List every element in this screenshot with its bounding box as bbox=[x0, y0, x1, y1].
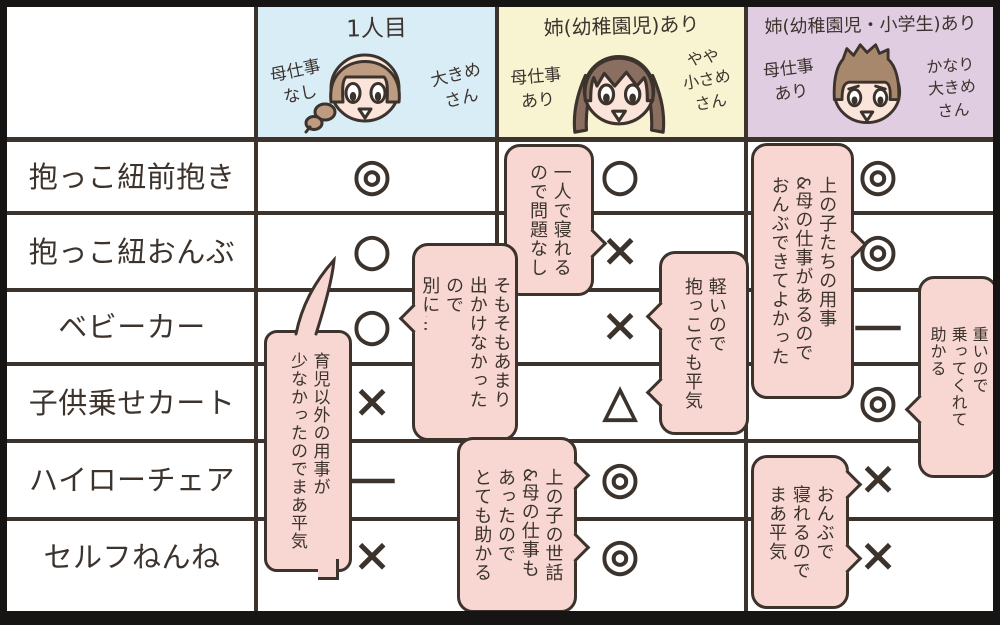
cell-rating: ◎ bbox=[600, 452, 640, 504]
row-label-carrier-back: 抱っこ紐おんぶ bbox=[28, 235, 236, 269]
cell-rating: ◎ bbox=[352, 149, 392, 201]
row-label-high-low-chair: ハイローチェア bbox=[29, 463, 235, 497]
cell-rating: ○ bbox=[352, 299, 392, 351]
cell-rating: × bbox=[859, 529, 897, 581]
cell-rating: × bbox=[859, 452, 897, 504]
column-title-child3: 姉(幼稚園児・小学生)あり bbox=[764, 13, 977, 38]
cell-rating: ◎ bbox=[858, 149, 898, 201]
row-label-shopping-cart-seat: 子供乗せカート bbox=[28, 386, 236, 420]
cell-rating: △ bbox=[602, 375, 637, 427]
cell-rating: ○ bbox=[352, 224, 392, 276]
speech-bubble-heavy-baby: 重いので 乗ってくれて 助かる bbox=[904, 276, 998, 478]
speech-bubble-sleeps-in-onbu: おんぶで 寝れるので まあ平気 bbox=[751, 455, 863, 609]
bubble-tail-long bbox=[294, 256, 336, 336]
cell-rating: × bbox=[601, 299, 639, 351]
row-label-stroller: ベビーカー bbox=[58, 310, 206, 344]
outer-border-bottom bbox=[0, 611, 1000, 625]
grid-line-horizontal bbox=[6, 211, 994, 215]
bubble-tail bbox=[318, 559, 339, 580]
cell-rating: ― bbox=[349, 452, 394, 504]
cell-rating: × bbox=[601, 224, 639, 276]
grid-line-vertical bbox=[254, 6, 258, 612]
child2-girl-with-pigtails-avatar bbox=[572, 55, 666, 134]
cell-rating: ○ bbox=[600, 149, 640, 201]
cell-rating: ◎ bbox=[858, 224, 898, 276]
child3-boy-avatar bbox=[832, 43, 902, 124]
cell-rating: ◎ bbox=[600, 529, 640, 581]
cell-rating: × bbox=[353, 375, 391, 427]
speech-bubble-onbu-helpful: 上の子たちの用事 &母の仕事があるので おんぶできてよかった bbox=[751, 143, 868, 399]
speech-bubble-older-child-care: 上の子の世話 &母の仕事も あったので とても助かる bbox=[457, 437, 591, 613]
speech-bubble-rarely-went-out: そもそもあまり 出かけなかった ので 別に… bbox=[398, 243, 518, 441]
row-label-carrier-front: 抱っこ紐前抱き bbox=[28, 160, 236, 194]
grid-line-header bbox=[6, 137, 994, 142]
speech-bubble-few-errands: 育児以外の用事が 少なかったのでまあ平気 bbox=[264, 330, 352, 580]
cell-rating: × bbox=[353, 529, 391, 581]
row-label-self-sleep: セルフねんね bbox=[43, 540, 221, 574]
cell-rating: ◎ bbox=[858, 375, 898, 427]
speech-bubble-light-baby: 軽いので 抱っこでも平気 bbox=[645, 251, 749, 435]
speech-bubble-sleeps-alone: 一人で寝れる ので問題なし bbox=[504, 144, 608, 296]
cell-rating: ― bbox=[855, 299, 900, 351]
child1-girl-with-braid-avatar bbox=[304, 53, 401, 134]
